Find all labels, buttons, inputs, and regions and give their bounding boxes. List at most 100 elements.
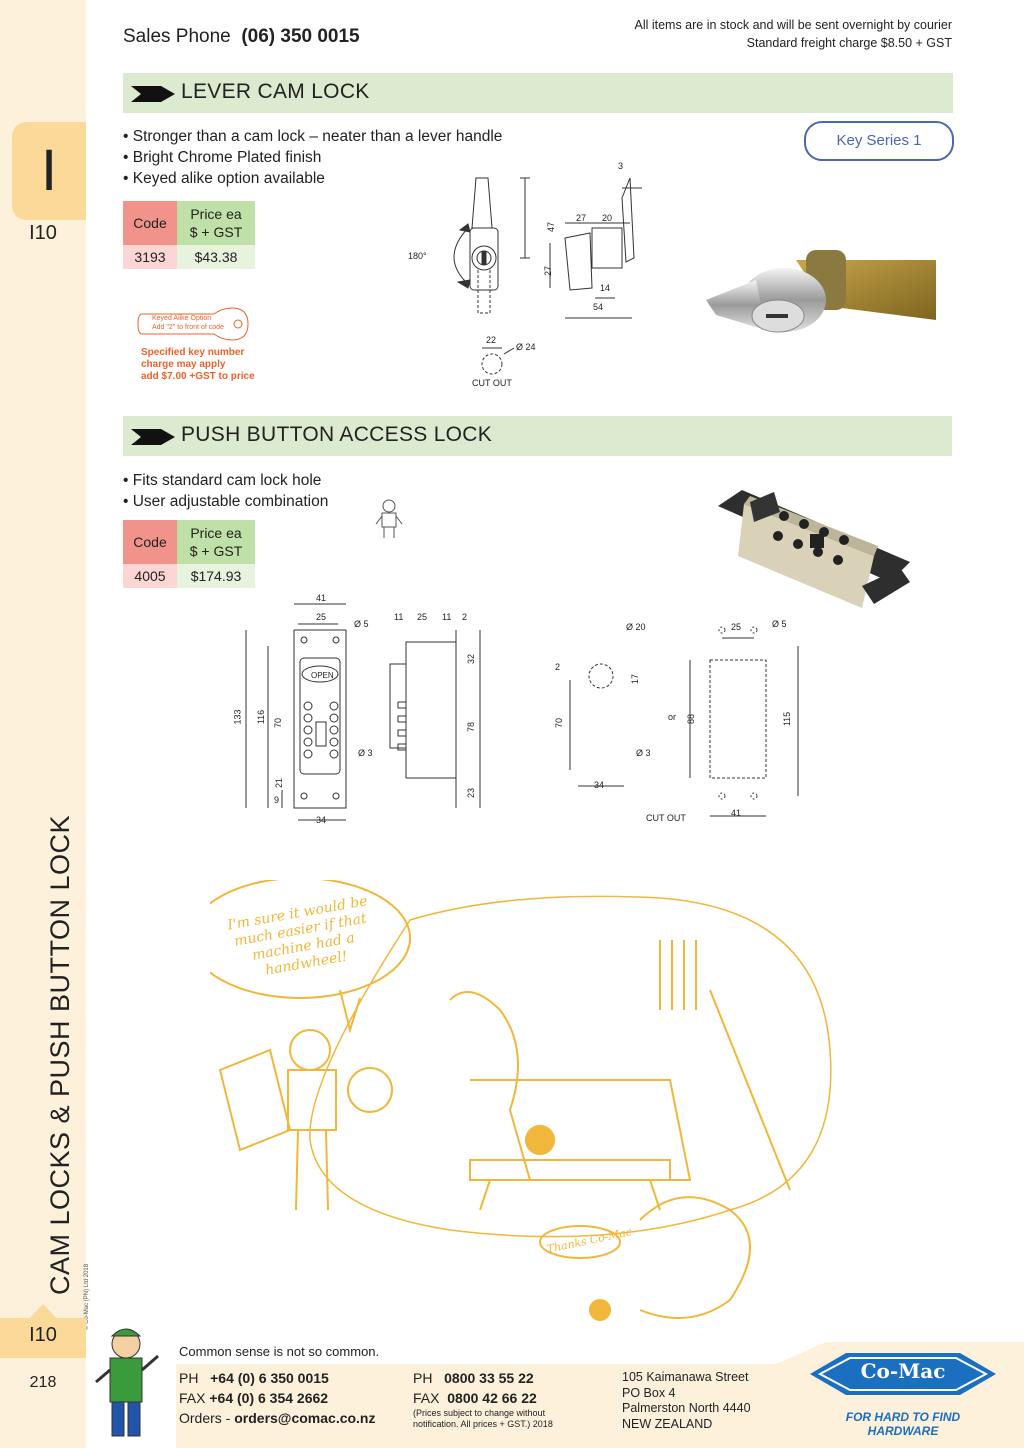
key-note: Specified key number charge may apply ad… [141, 347, 255, 382]
section-title: LEVER CAM LOCK [181, 80, 370, 103]
sidebar [0, 0, 86, 1448]
col-header-price: Price ea$ + GST [177, 520, 255, 564]
dim-label: 54 [593, 302, 604, 312]
dim-label: 25 [417, 612, 428, 622]
cartoon-illustration [210, 880, 832, 1321]
dim-label: 17 [630, 673, 641, 685]
dim-label: 2 [555, 662, 561, 672]
price-note: (Prices subject to change without notifi… [413, 1408, 553, 1429]
key-option-text: Keyed Alike Option Add "2" to front of c… [152, 315, 224, 331]
comac-logo [810, 1353, 996, 1395]
dim-label: 25 [316, 612, 327, 622]
or-label: or [668, 712, 677, 722]
key-outline-icon [137, 307, 249, 341]
key-series-badge: Key Series 1 [804, 121, 954, 161]
dim-label: 20 [602, 213, 613, 223]
tab-pointer [28, 1304, 58, 1320]
product-code: 3193 [123, 245, 177, 269]
dim-label: 22 [486, 335, 497, 345]
dim-label: Ø 5 [772, 619, 787, 629]
dim-label: 11 [442, 612, 452, 622]
dim-label: 27 [576, 213, 587, 223]
dim-label: 32 [466, 653, 477, 665]
feature-item: • User adjustable combination [123, 493, 329, 510]
section-banner-push-button-lock: PUSH BUTTON ACCESS LOCK [123, 416, 952, 456]
dim-label: 116 [256, 709, 267, 725]
sales-phone-number[interactable]: (06) 350 0015 [241, 26, 360, 47]
dim-label: CUT OUT [646, 813, 686, 823]
push-button-lock-drawing [245, 603, 799, 821]
dim-label: 70 [273, 717, 284, 729]
table-row: 3193 $43.38 [123, 245, 255, 269]
dim-label: 78 [466, 721, 477, 733]
copyright: © Co-Mac (PN) Ltd 2018 [84, 1263, 90, 1330]
orders-email-link[interactable]: orders@comac.co.nz [234, 1410, 376, 1426]
page-number: 218 [29, 1374, 57, 1391]
tagline: Common sense is not so common. [179, 1344, 380, 1359]
feature-item: • Keyed alike option available [123, 170, 325, 187]
freephone-number[interactable]: 0800 33 55 22 [444, 1370, 534, 1386]
dim-label: 133 [232, 709, 243, 725]
feature-item: • Bright Chrome Plated finish [123, 149, 322, 166]
freefax-number: 0800 42 66 22 [447, 1390, 537, 1406]
product-price: $43.38 [177, 245, 255, 269]
feature-list: • Fits standard cam lock hole • User adj… [123, 470, 328, 512]
dim-label: 23 [466, 787, 477, 799]
mascot-icon [95, 1328, 159, 1437]
dim-label: Ø 24 [516, 342, 536, 352]
dim-label: 34 [594, 780, 605, 790]
dim-label: CUT OUT [472, 378, 512, 388]
dim-label: 88 [686, 713, 697, 725]
col-header-code: Code [123, 520, 177, 564]
table-row: 4005 $174.93 [123, 564, 255, 588]
slogan: FOR HARD TO FIND HARDWARE [845, 1410, 961, 1438]
section-tab-code: I10 [29, 222, 57, 244]
dim-label: 9 [274, 795, 280, 805]
dim-label: 70 [554, 717, 565, 729]
dim-label: 25 [731, 622, 742, 632]
dim-label: 41 [731, 808, 742, 818]
dim-label: Ø 5 [354, 619, 369, 629]
dim-label: 14 [600, 283, 611, 293]
feature-list: • Stronger than a cam lock – neater than… [123, 126, 502, 189]
dim-label: 34 [316, 815, 327, 825]
mascot-small-icon [375, 499, 403, 538]
sales-phone: Sales Phone (06) 350 0015 [123, 26, 360, 48]
dim-label: 115 [782, 711, 793, 727]
open-label: OPEN [311, 671, 334, 680]
freephone-block: PH 0800 33 55 22 FAX 0800 42 66 22 (Pric… [413, 1370, 553, 1429]
price-table: Code Price ea$ + GST 4005 $174.93 [123, 520, 255, 588]
section-tab-letter: I [12, 122, 86, 220]
dim-label: 47 [546, 221, 557, 233]
arrow-icon [131, 429, 175, 445]
dim-label: 41 [316, 593, 327, 603]
feature-item: • Stronger than a cam lock – neater than… [123, 128, 503, 145]
dim-label: Ø 20 [626, 622, 646, 632]
dim-label: 27 [543, 265, 554, 277]
phone-number[interactable]: +64 (0) 6 350 0015 [210, 1370, 329, 1386]
product-code: 4005 [123, 564, 177, 588]
section-title: PUSH BUTTON ACCESS LOCK [181, 423, 493, 446]
lever-cam-lock-drawing [453, 177, 642, 375]
dim-label: 2 [462, 612, 468, 622]
contact-block: PH +64 (0) 6 350 0015 FAX +64 (0) 6 354 … [179, 1370, 376, 1426]
freight-note: Standard freight charge $8.50 + GST [746, 36, 952, 50]
vertical-page-title: CAM LOCKS & PUSH BUTTON LOCK [45, 814, 75, 1296]
dim-label: 21 [274, 777, 285, 789]
stock-note: All items are in stock and will be sent … [634, 18, 952, 32]
sales-phone-label: Sales Phone [123, 26, 231, 47]
bottom-code-tab [0, 1318, 86, 1358]
price-table: Code Price ea$ + GST 3193 $43.38 [123, 201, 255, 269]
feature-item: • Fits standard cam lock hole [123, 472, 322, 489]
bottom-section-code: I10 [29, 1324, 57, 1346]
col-header-price: Price ea$ + GST [177, 201, 255, 245]
col-header-code: Code [123, 201, 177, 245]
shipping-note: All items are in stock and will be sent … [634, 16, 952, 52]
logo-text: Co-Mac [860, 1359, 946, 1383]
dim-label: 180° [408, 251, 427, 261]
dim-label: Ø 3 [358, 748, 373, 758]
section-banner-lever-cam-lock: LEVER CAM LOCK [123, 73, 953, 113]
product-price: $174.93 [177, 564, 255, 588]
dim-label: 3 [618, 161, 624, 171]
fax-number: +64 (0) 6 354 2662 [209, 1390, 329, 1406]
